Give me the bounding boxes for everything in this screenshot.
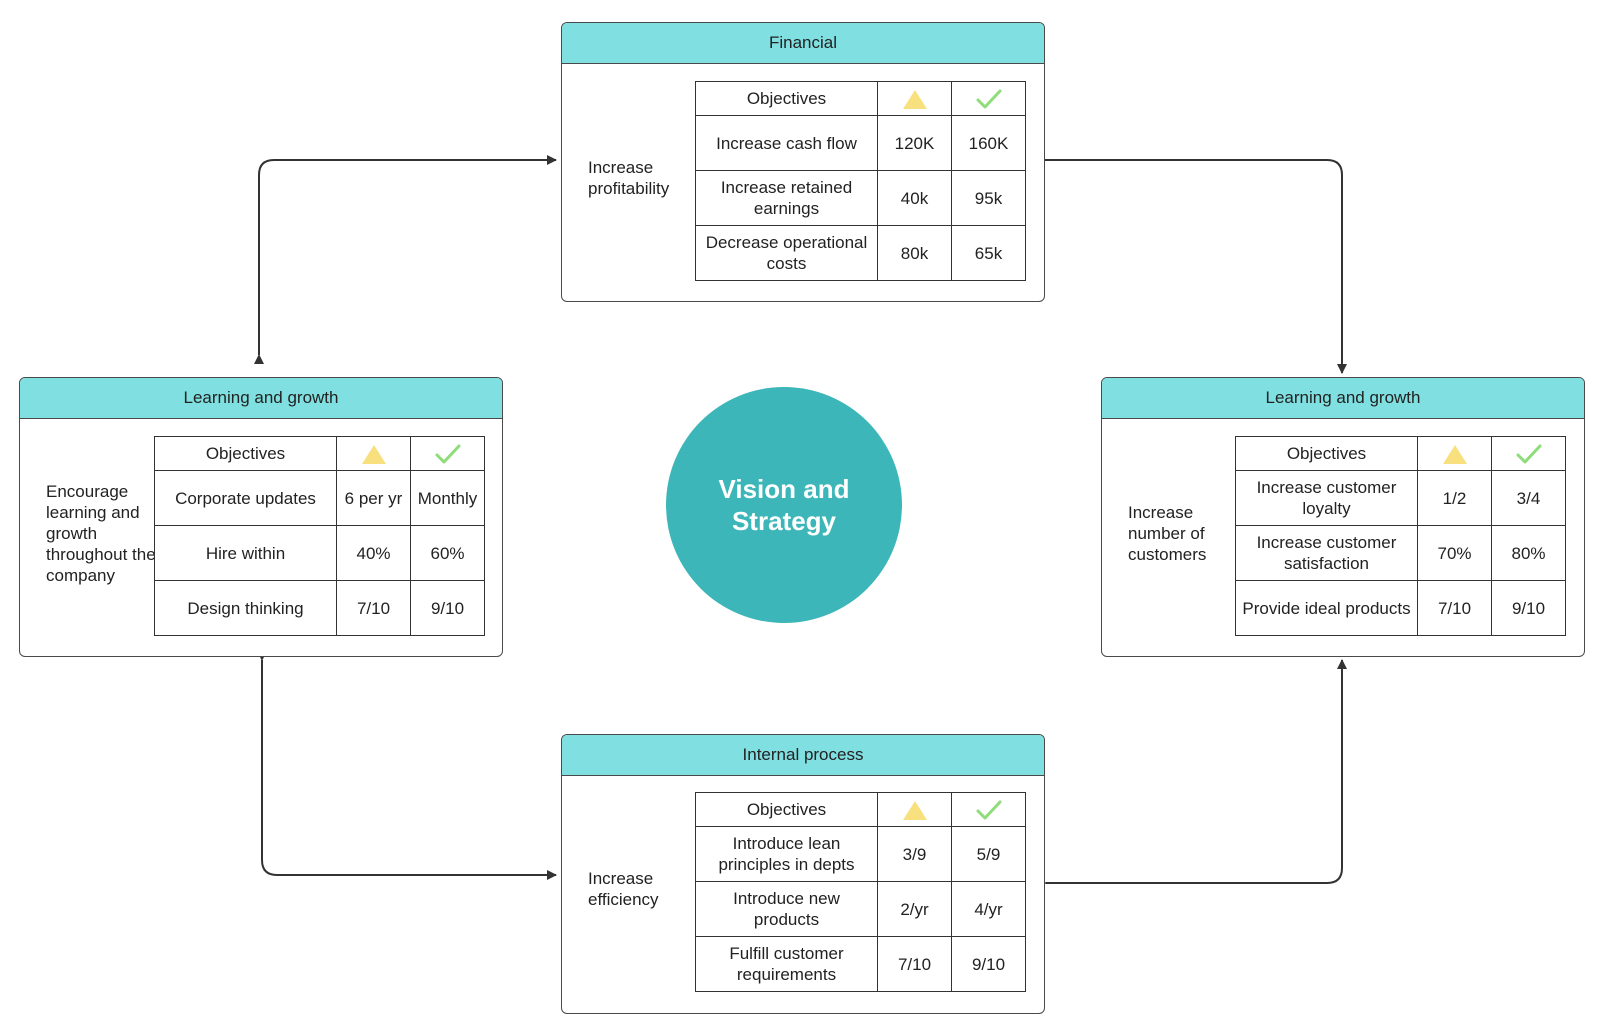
table-row: Introduce lean principles in depts 3/9 5… bbox=[695, 826, 1026, 882]
target-header bbox=[336, 436, 411, 471]
financial-card-title: Financial bbox=[562, 23, 1044, 64]
actual-header bbox=[1491, 436, 1566, 471]
actual-header bbox=[951, 792, 1026, 827]
triangle-icon bbox=[361, 445, 386, 464]
table-row: Hire within 40% 60% bbox=[154, 525, 485, 581]
target-cell: 7/10 bbox=[336, 580, 411, 636]
financial-goal: Increase profitability bbox=[588, 158, 670, 198]
target-header bbox=[1417, 436, 1492, 471]
check-icon bbox=[1516, 444, 1541, 464]
actual-cell: 95k bbox=[951, 170, 1026, 226]
learning-left-goal: Encourage learning and growth throughout… bbox=[46, 482, 156, 585]
target-cell: 7/10 bbox=[877, 936, 952, 992]
objective-cell: Design thinking bbox=[154, 580, 337, 636]
learning-right-table: Objectives Increase customer loyalty 1/2… bbox=[1235, 436, 1566, 636]
target-cell: 80k bbox=[877, 225, 952, 281]
table-header-row: Objectives bbox=[1235, 436, 1566, 471]
table-header-row: Objectives bbox=[695, 81, 1026, 116]
actual-cell: 9/10 bbox=[410, 580, 485, 636]
actual-cell: 3/4 bbox=[1491, 470, 1566, 526]
arrow-learning-left-internal bbox=[257, 651, 557, 880]
actual-cell: 9/10 bbox=[1491, 580, 1566, 636]
triangle-icon bbox=[902, 90, 927, 109]
table-row: Increase customer loyalty 1/2 3/4 bbox=[1235, 470, 1566, 526]
vision-strategy-circle: Vision and Strategy bbox=[666, 387, 902, 623]
table-row: Increase customer satisfaction 70% 80% bbox=[1235, 525, 1566, 581]
table-row: Fulfill customer requirements 7/10 9/10 bbox=[695, 936, 1026, 992]
target-cell: 7/10 bbox=[1417, 580, 1492, 636]
target-cell: 6 per yr bbox=[336, 470, 411, 526]
objective-cell: Increase customer satisfaction bbox=[1235, 525, 1418, 581]
target-cell: 40k bbox=[877, 170, 952, 226]
target-cell: 40% bbox=[336, 525, 411, 581]
actual-cell: 160K bbox=[951, 115, 1026, 171]
check-icon bbox=[976, 800, 1001, 820]
target-header bbox=[877, 792, 952, 827]
table-header-row: Objectives bbox=[154, 436, 485, 471]
arrow-financial-learning-right bbox=[1033, 155, 1347, 374]
learning-left-card: Learning and growth Encourage learning a… bbox=[19, 377, 503, 657]
objective-cell: Increase retained earnings bbox=[695, 170, 878, 226]
internal-goal: Increase efficiency bbox=[588, 869, 659, 909]
internal-table: Objectives Introduce lean principles in … bbox=[695, 792, 1026, 992]
triangle-icon bbox=[1442, 445, 1467, 464]
objective-cell: Hire within bbox=[154, 525, 337, 581]
arrow-financial-learning-left bbox=[254, 155, 557, 364]
objective-cell: Introduce new products bbox=[695, 881, 878, 937]
objectives-header: Objectives bbox=[695, 792, 878, 827]
table-header-row: Objectives bbox=[695, 792, 1026, 827]
objective-cell: Increase customer loyalty bbox=[1235, 470, 1418, 526]
target-cell: 1/2 bbox=[1417, 470, 1492, 526]
learning-right-card-title: Learning and growth bbox=[1102, 378, 1584, 419]
check-icon bbox=[976, 89, 1001, 109]
learning-left-card-title: Learning and growth bbox=[20, 378, 502, 419]
actual-cell: 9/10 bbox=[951, 936, 1026, 992]
target-cell: 70% bbox=[1417, 525, 1492, 581]
table-row: Provide ideal products 7/10 9/10 bbox=[1235, 580, 1566, 636]
actual-cell: 4/yr bbox=[951, 881, 1026, 937]
actual-header bbox=[951, 81, 1026, 116]
target-cell: 3/9 bbox=[877, 826, 952, 882]
objective-cell: Provide ideal products bbox=[1235, 580, 1418, 636]
actual-cell: 65k bbox=[951, 225, 1026, 281]
target-header bbox=[877, 81, 952, 116]
objectives-header: Objectives bbox=[1235, 436, 1418, 471]
actual-cell: 80% bbox=[1491, 525, 1566, 581]
actual-cell: Monthly bbox=[410, 470, 485, 526]
financial-card: Financial Increase profitability Objecti… bbox=[561, 22, 1045, 302]
objective-cell: Corporate updates bbox=[154, 470, 337, 526]
target-cell: 120K bbox=[877, 115, 952, 171]
financial-table: Objectives Increase cash flow 120K 160K … bbox=[695, 81, 1026, 281]
objective-cell: Introduce lean principles in depts bbox=[695, 826, 878, 882]
target-cell: 2/yr bbox=[877, 881, 952, 937]
actual-header bbox=[410, 436, 485, 471]
objectives-header: Objectives bbox=[695, 81, 878, 116]
table-row: Increase retained earnings 40k 95k bbox=[695, 170, 1026, 226]
objectives-header: Objectives bbox=[154, 436, 337, 471]
arrow-learning-right-internal bbox=[1037, 659, 1347, 888]
learning-right-card: Learning and growth Increase number of c… bbox=[1101, 377, 1585, 657]
table-row: Introduce new products 2/yr 4/yr bbox=[695, 881, 1026, 937]
learning-left-table: Objectives Corporate updates 6 per yr Mo… bbox=[154, 436, 485, 636]
internal-process-card: Internal process Increase efficiency Obj… bbox=[561, 734, 1045, 1014]
learning-right-goal: Increase number of customers bbox=[1128, 503, 1207, 564]
objective-cell: Fulfill customer requirements bbox=[695, 936, 878, 992]
table-row: Decrease operational costs 80k 65k bbox=[695, 225, 1026, 281]
actual-cell: 5/9 bbox=[951, 826, 1026, 882]
triangle-icon bbox=[902, 801, 927, 820]
vision-strategy-title: Vision and Strategy bbox=[718, 474, 850, 536]
internal-process-card-title: Internal process bbox=[562, 735, 1044, 776]
table-row: Increase cash flow 120K 160K bbox=[695, 115, 1026, 171]
table-row: Corporate updates 6 per yr Monthly bbox=[154, 470, 485, 526]
check-icon bbox=[435, 444, 460, 464]
objective-cell: Increase cash flow bbox=[695, 115, 878, 171]
table-row: Design thinking 7/10 9/10 bbox=[154, 580, 485, 636]
actual-cell: 60% bbox=[410, 525, 485, 581]
objective-cell: Decrease operational costs bbox=[695, 225, 878, 281]
